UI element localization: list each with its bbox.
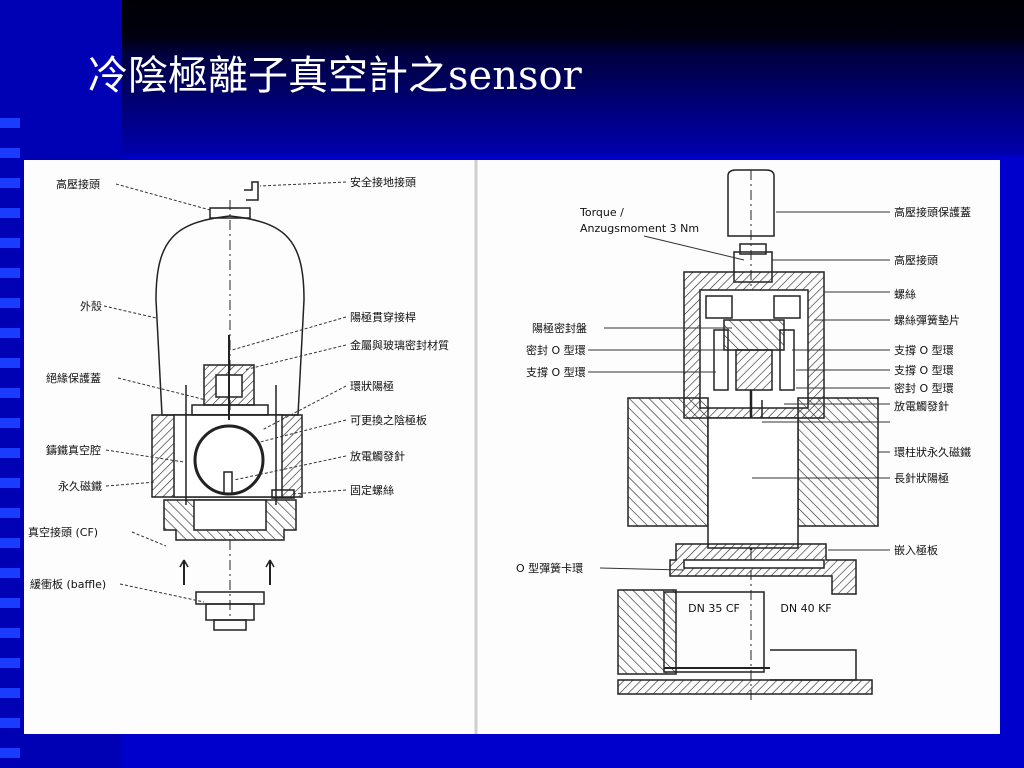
- label-replaceable-cathode: 可更換之陰極板: [350, 413, 427, 427]
- cf-flange-section: [617, 589, 677, 675]
- label-torque: Torque /: [579, 206, 624, 219]
- left-leader-lines: [103, 181, 347, 603]
- label-hv-connector-r: 高壓接頭: [894, 253, 938, 267]
- right-leader-lines: [588, 211, 890, 571]
- magnet-right: [797, 397, 879, 527]
- label-baffle: 緩衝板 (baffle): [30, 577, 106, 591]
- label-cast-iron-cavity: 鑄鐵真空腔: [46, 443, 101, 457]
- label-discharge-trigger-r: 放電觸發針: [894, 399, 949, 413]
- slide-title: 冷陰極離子真空計之sensor: [88, 53, 582, 99]
- label-discharge-trigger: 放電觸發針: [350, 449, 405, 463]
- label-anode-feedthrough: 陽極貫穿接桿: [350, 310, 416, 324]
- label-hv-connector: 高壓接頭: [56, 177, 100, 191]
- label-permanent-magnet: 永久磁鐵: [58, 479, 102, 493]
- label-safety-ground: 安全接地接頭: [350, 175, 416, 189]
- sensor-figure-panel: 高壓接頭 安全接地接頭 外殼 陽極貫穿接桿 金屬與玻璃密封材質 絕緣保護蓋 環狀…: [24, 160, 1000, 734]
- label-support-oring-r2: 支撐 O 型環: [894, 363, 954, 377]
- left-gauge-drawing: [151, 181, 305, 631]
- label-support-oring-l: 支撐 O 型環: [526, 365, 586, 379]
- label-long-pin-anode: 長針狀陽極: [894, 471, 949, 485]
- label-outer-shell: 外殼: [80, 300, 102, 313]
- right-labels: Torque / Anzugsmoment 3 Nm 高壓接頭保護蓋 高壓接頭 …: [516, 205, 971, 615]
- hv-cover: [727, 169, 775, 237]
- label-ring-magnet: 環柱狀永久磁鐵: [894, 445, 971, 459]
- label-support-oring-r1: 支撐 O 型環: [894, 343, 954, 357]
- safety-ground-lug: [244, 181, 259, 201]
- label-seal-oring-l: 密封 O 型環: [526, 343, 586, 357]
- magnet-left: [627, 397, 709, 527]
- label-dn35: DN 35 CF: [688, 602, 740, 615]
- title-gradient: [122, 52, 1024, 156]
- top-dark-band: [122, 0, 1024, 52]
- right-gauge-drawing: [617, 169, 879, 700]
- label-o-spring-clip: O 型彈簧卡環: [516, 561, 583, 575]
- label-screw-spring-washer: 螺絲彈簧墊片: [894, 313, 960, 327]
- label-ring-anode: 環狀陽極: [350, 379, 394, 393]
- label-screw: 螺絲: [894, 287, 916, 301]
- label-hv-cover: 高壓接頭保護蓋: [894, 205, 971, 219]
- label-anode-seal-disk: 陽極密封盤: [532, 321, 587, 335]
- label-insulation-cover: 絕緣保護蓋: [46, 371, 101, 385]
- label-seal-oring-r: 密封 O 型環: [894, 381, 954, 395]
- insert-plate: [669, 543, 857, 595]
- left-labels: 高壓接頭 安全接地接頭 外殼 陽極貫穿接桿 金屬與玻璃密封材質 絕緣保護蓋 環狀…: [28, 175, 449, 591]
- label-dn40: DN 40 KF: [780, 602, 831, 615]
- outer-shell: [155, 215, 305, 416]
- label-torque-value: Anzugsmoment 3 Nm: [580, 222, 699, 235]
- label-vacuum-connector: 真空接頭 (CF): [28, 525, 98, 539]
- label-metal-glass-seal: 金屬與玻璃密封材質: [350, 338, 449, 352]
- label-fixing-screw: 固定螺絲: [350, 483, 394, 497]
- label-insert-plate: 嵌入極板: [894, 543, 938, 557]
- sensor-diagrams-svg: 高壓接頭 安全接地接頭 外殼 陽極貫穿接桿 金屬與玻璃密封材質 絕緣保護蓋 環狀…: [28, 160, 971, 734]
